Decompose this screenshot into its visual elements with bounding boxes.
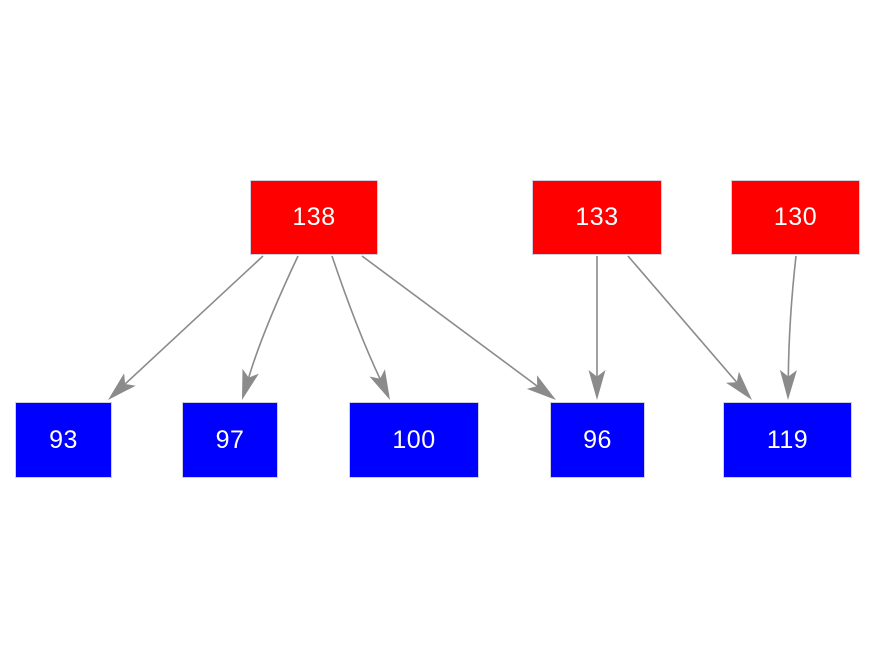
- node-93: 93: [15, 402, 112, 478]
- node-130: 130: [731, 180, 860, 255]
- node-96: 96: [550, 402, 645, 478]
- arrowhead-138-96: [526, 375, 556, 400]
- node-label: 100: [392, 425, 436, 454]
- edge-138-96: [361, 255, 538, 387]
- arrowhead-133-96: [588, 370, 606, 400]
- node-label: 93: [49, 425, 78, 454]
- edge-133-119: [627, 255, 738, 383]
- node-97: 97: [182, 402, 278, 478]
- node-133: 133: [532, 180, 662, 255]
- edge-138-93: [124, 255, 264, 385]
- edge-138-97: [247, 255, 299, 378]
- node-label: 97: [215, 425, 245, 454]
- arrowhead-138-100: [369, 369, 390, 400]
- edge-138-100: [331, 255, 381, 380]
- node-119: 119: [723, 402, 852, 478]
- node-138: 138: [250, 180, 378, 255]
- node-label: 138: [292, 203, 336, 231]
- node-label: 96: [583, 425, 612, 454]
- node-label: 133: [575, 203, 619, 231]
- arrowhead-138-93: [108, 373, 136, 400]
- node-label: 130: [773, 203, 818, 231]
- edge-130-119: [787, 255, 797, 377]
- node-100: 100: [349, 402, 479, 478]
- arrowhead-138-97: [242, 368, 259, 400]
- arrowhead-133-119: [726, 371, 752, 400]
- node-label: 119: [766, 425, 809, 454]
- arrowhead-130-119: [779, 369, 797, 400]
